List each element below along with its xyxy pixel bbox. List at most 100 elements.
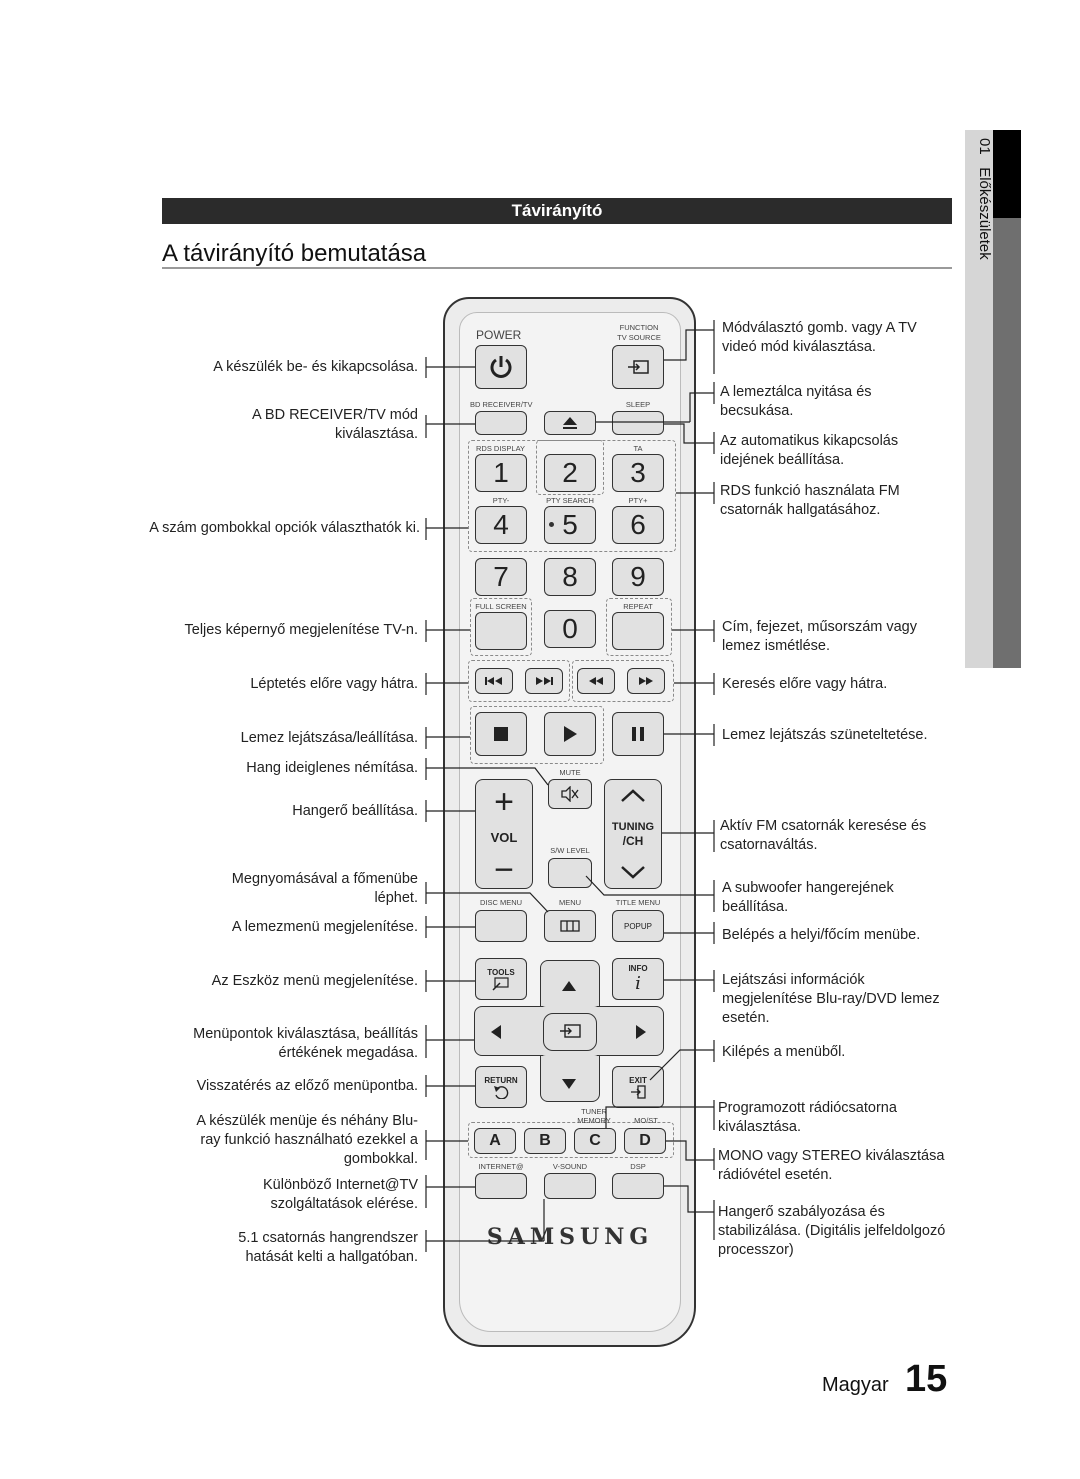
mute-button[interactable] [548,779,592,809]
tools-icon [492,976,509,991]
page-number: 15 [905,1358,948,1400]
label-return: Visszatérés az előző menüpontba. [196,1078,418,1094]
title-divider [162,267,952,269]
sw-level-button[interactable] [548,858,592,888]
chapter-label: 01 Előkészületek [965,138,993,260]
up-chevron-icon [621,788,645,802]
tools-label: TOOLS [487,967,515,977]
right-arrow-button[interactable] [636,1025,646,1044]
tuning-channel-rocker[interactable]: TUNING /CH [604,779,662,889]
label-mono-stereo: MONO vagy STEREO kiválasztása rádióvétel… [718,1148,945,1183]
skip-back-button[interactable] [475,668,513,694]
fast-forward-icon [639,677,653,685]
a-button[interactable]: A [474,1128,516,1154]
number-3-button[interactable]: 3 [612,454,664,492]
label-skip: Léptetés előre vagy hátra. [250,676,418,692]
pause-button[interactable] [612,712,664,756]
down-chevron-icon [621,866,645,880]
eject-button[interactable] [544,411,596,435]
return-button[interactable]: RETURN [475,1066,527,1108]
sw-level-text: S/W LEVEL [550,846,590,855]
number-4-button[interactable]: 4 [475,506,527,544]
up-arrow-button[interactable] [562,978,576,996]
number-2-button[interactable]: 2 [544,454,596,492]
rds-display-text: RDS DISPLAY [476,444,526,453]
return-label: RETURN [484,1075,518,1085]
ch-text: /CH [622,833,644,848]
vol-label: VOL [490,829,518,845]
stop-button[interactable] [475,712,527,756]
c-button[interactable]: C [574,1128,616,1154]
label-eject: A lemeztálca nyitása és becsukása. [720,384,872,419]
skip-group-outline [468,660,570,702]
left-arrow-button[interactable] [491,1025,501,1044]
dsp-button[interactable] [612,1173,664,1199]
power-text: POWER [476,328,522,342]
repeat-outline [606,598,672,656]
menu-button[interactable] [544,910,596,942]
popup-button[interactable]: POPUP [612,910,664,942]
label-power: A készülék be- és kikapcsolása. [213,359,418,375]
number-6-button[interactable]: 6 [612,506,664,544]
chapter-tab-grey [965,130,993,668]
info-button[interactable]: INFO i [612,958,664,1000]
stop-play-outline [470,706,604,764]
d-button[interactable]: D [624,1128,666,1154]
label-navigate: Menüpontok kiválasztása, beállítás érték… [193,1026,418,1061]
mo-st-text: MO/ST [634,1116,658,1125]
full-screen-button[interactable] [475,612,527,650]
enter-button[interactable] [543,1013,597,1051]
pty-search-text: PTY SEARCH [546,496,594,505]
page-title: A távirányító bemutatása [162,240,427,267]
popup-label: POPUP [623,921,652,931]
label-full-screen: Teljes képernyő megjelenítése TV-n. [184,622,418,638]
volume-rocker[interactable]: + VOL − [475,779,533,889]
repeat-button[interactable] [612,612,664,650]
source-icon [628,360,649,374]
tools-button[interactable]: TOOLS [475,958,527,1000]
tuning-label: TUNING /CH [612,820,654,848]
label-mute: Hang ideiglenes némítása. [246,760,418,776]
minus-icon: − [494,850,514,889]
abcd-outline [468,1122,674,1158]
internet-button[interactable] [475,1173,527,1199]
number-8-button[interactable]: 8 [544,558,596,596]
label-play-stop: Lemez lejátszása/leállítása. [240,730,418,746]
dsp-text: DSP [630,1162,646,1171]
info-icon: i [635,973,641,994]
vsound-button[interactable] [544,1173,596,1199]
tuning-text: TUNING [611,820,655,833]
play-button[interactable] [544,712,596,756]
number-9-button[interactable]: 9 [612,558,664,596]
fullscreen-outline [470,598,532,656]
play-icon [564,726,577,742]
b-button[interactable]: B [524,1128,566,1154]
eject-icon [563,417,577,429]
function-button[interactable] [612,345,664,389]
up-arrow-icon [562,981,576,991]
down-arrow-button[interactable] [562,1076,576,1094]
bd-receiver-button[interactable] [475,411,527,435]
number-7-button[interactable]: 7 [475,558,527,596]
fast-forward-button[interactable] [627,668,665,694]
section-header: Távirányító [162,198,952,224]
sleep-button[interactable] [612,411,664,435]
skip-forward-button[interactable] [525,668,563,694]
rewind-button[interactable] [577,668,615,694]
left-arrow-icon [491,1025,501,1039]
label-internet: Különböző Internet@TV szolgáltatások elé… [263,1177,418,1212]
label-main-menu: Megnyomásával a főmenübe léphet. [231,871,418,906]
stop-icon [494,727,508,741]
label-search: Keresés előre vagy hátra. [722,676,888,692]
exit-label: EXIT [629,1075,647,1085]
menu-text: MENU [558,898,582,907]
samsung-logo: SAMSUNG [486,1224,654,1250]
number-0-button[interactable]: 0 [544,610,596,648]
function-text: FUNCTION [619,323,659,332]
power-button[interactable] [475,345,527,389]
label-rds: RDS funkció használata FM csatornák hall… [720,483,900,518]
number-5-button[interactable]: 5 [544,506,596,544]
label-pause: Lemez lejátszás szüneteltetése. [722,727,928,743]
number-1-button[interactable]: 1 [475,454,527,492]
disc-menu-button[interactable] [475,910,527,942]
